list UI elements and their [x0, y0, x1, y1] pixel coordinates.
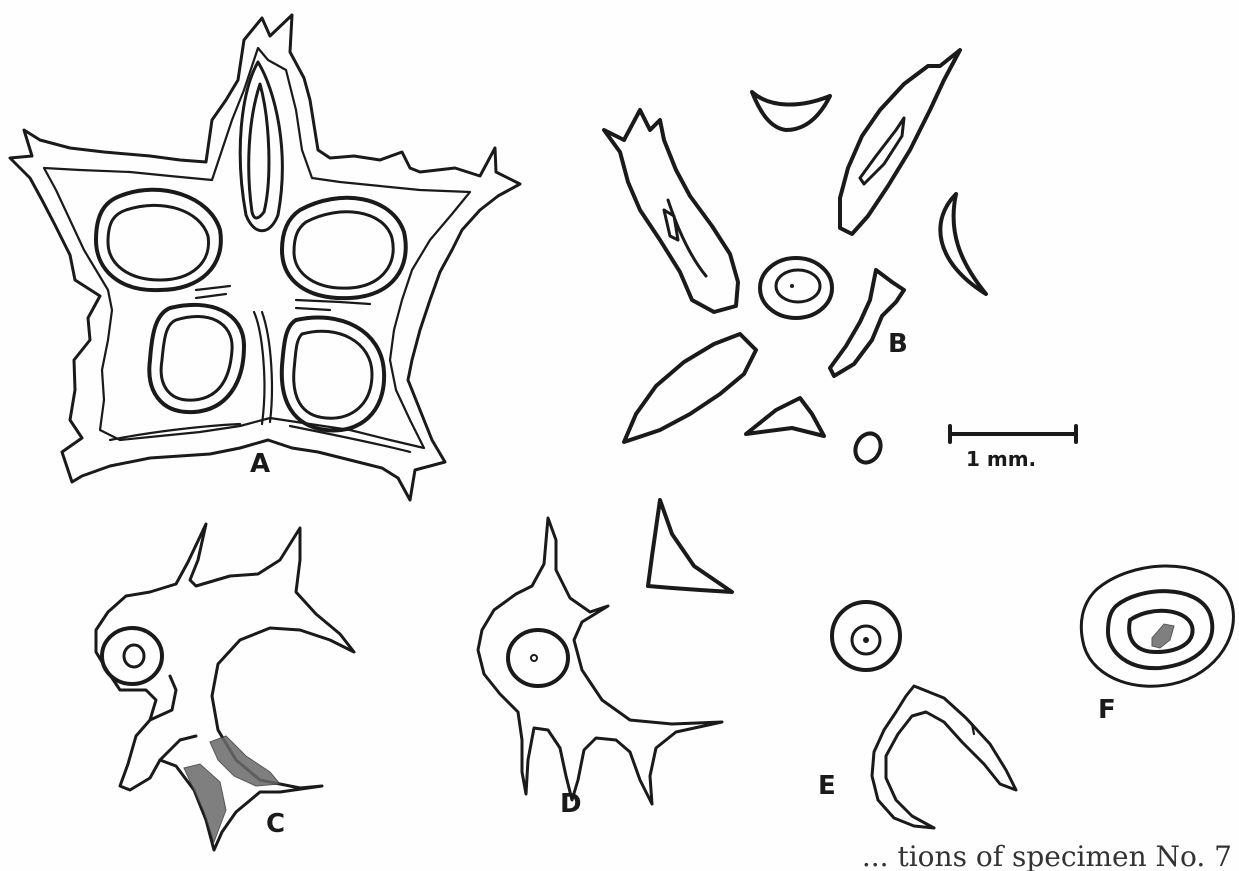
figure-caption: ... tions of specimen No. 7 [862, 840, 1232, 871]
panel-a-spindle-inner [249, 84, 269, 218]
panel-a-partition-2 [296, 300, 370, 310]
panel-label-f: F [1098, 695, 1116, 725]
panel-d-triangle-fragment [648, 500, 732, 592]
panel-b-drawing [604, 50, 986, 467]
panel-b-fragment-hook [830, 270, 904, 376]
panel-e-ring-outer [832, 602, 900, 670]
panel-b-center-dot [790, 284, 794, 288]
panel-d-ring-dot [531, 655, 537, 661]
panel-d-outline [478, 518, 722, 804]
panel-b-fragment-crescent-right [940, 194, 986, 294]
panel-c-shaded-region-2 [210, 736, 280, 786]
panel-label-b: B [888, 329, 908, 359]
panel-label-a: A [250, 449, 270, 479]
panel-e-drawing [832, 602, 1016, 828]
panel-b-fragment-blade [624, 334, 756, 442]
panel-b-fragment-long-right [840, 50, 960, 234]
panel-a-partition-4 [110, 424, 410, 452]
panel-b-center-ring-inner [776, 270, 820, 302]
panel-e-ring-dot [863, 637, 869, 643]
scale-bar [950, 426, 1076, 442]
panel-b-fragment-triangle [746, 398, 824, 436]
panel-a-chamber-4 [282, 317, 384, 430]
panel-label-d: D [560, 789, 582, 819]
panel-label-c: C [266, 809, 285, 839]
panel-b-fragment-oval [851, 429, 885, 466]
panel-c-drawing [96, 524, 354, 850]
panel-c-shaded-region-1 [184, 764, 226, 842]
panel-a-outline [10, 15, 520, 500]
panel-a-chamber-2-inner [294, 212, 393, 288]
panel-a-chamber-1-inner [108, 205, 209, 280]
panel-c-outline [96, 524, 354, 850]
scale-bar-line [950, 426, 1076, 442]
panel-c-inner-edge [150, 676, 196, 760]
panel-label-e: E [818, 771, 836, 801]
panel-e-hook-outline [872, 686, 1016, 828]
panel-a-chamber-3-inner [161, 317, 232, 401]
panel-f-core [1152, 624, 1174, 648]
panel-a-partition-3 [254, 312, 272, 424]
panel-f-drawing [1081, 566, 1233, 686]
panel-b-fragment-crescent-top [752, 92, 830, 130]
panel-c-ring-inner [124, 645, 144, 667]
panel-a-drawing [10, 15, 520, 500]
panel-d-drawing [478, 500, 732, 804]
scale-bar-label: 1 mm. [966, 447, 1036, 471]
panel-c-ring-outer [102, 628, 162, 684]
panel-a-partition-1 [196, 286, 230, 298]
panel-a-chamber-4-inner [294, 331, 372, 418]
